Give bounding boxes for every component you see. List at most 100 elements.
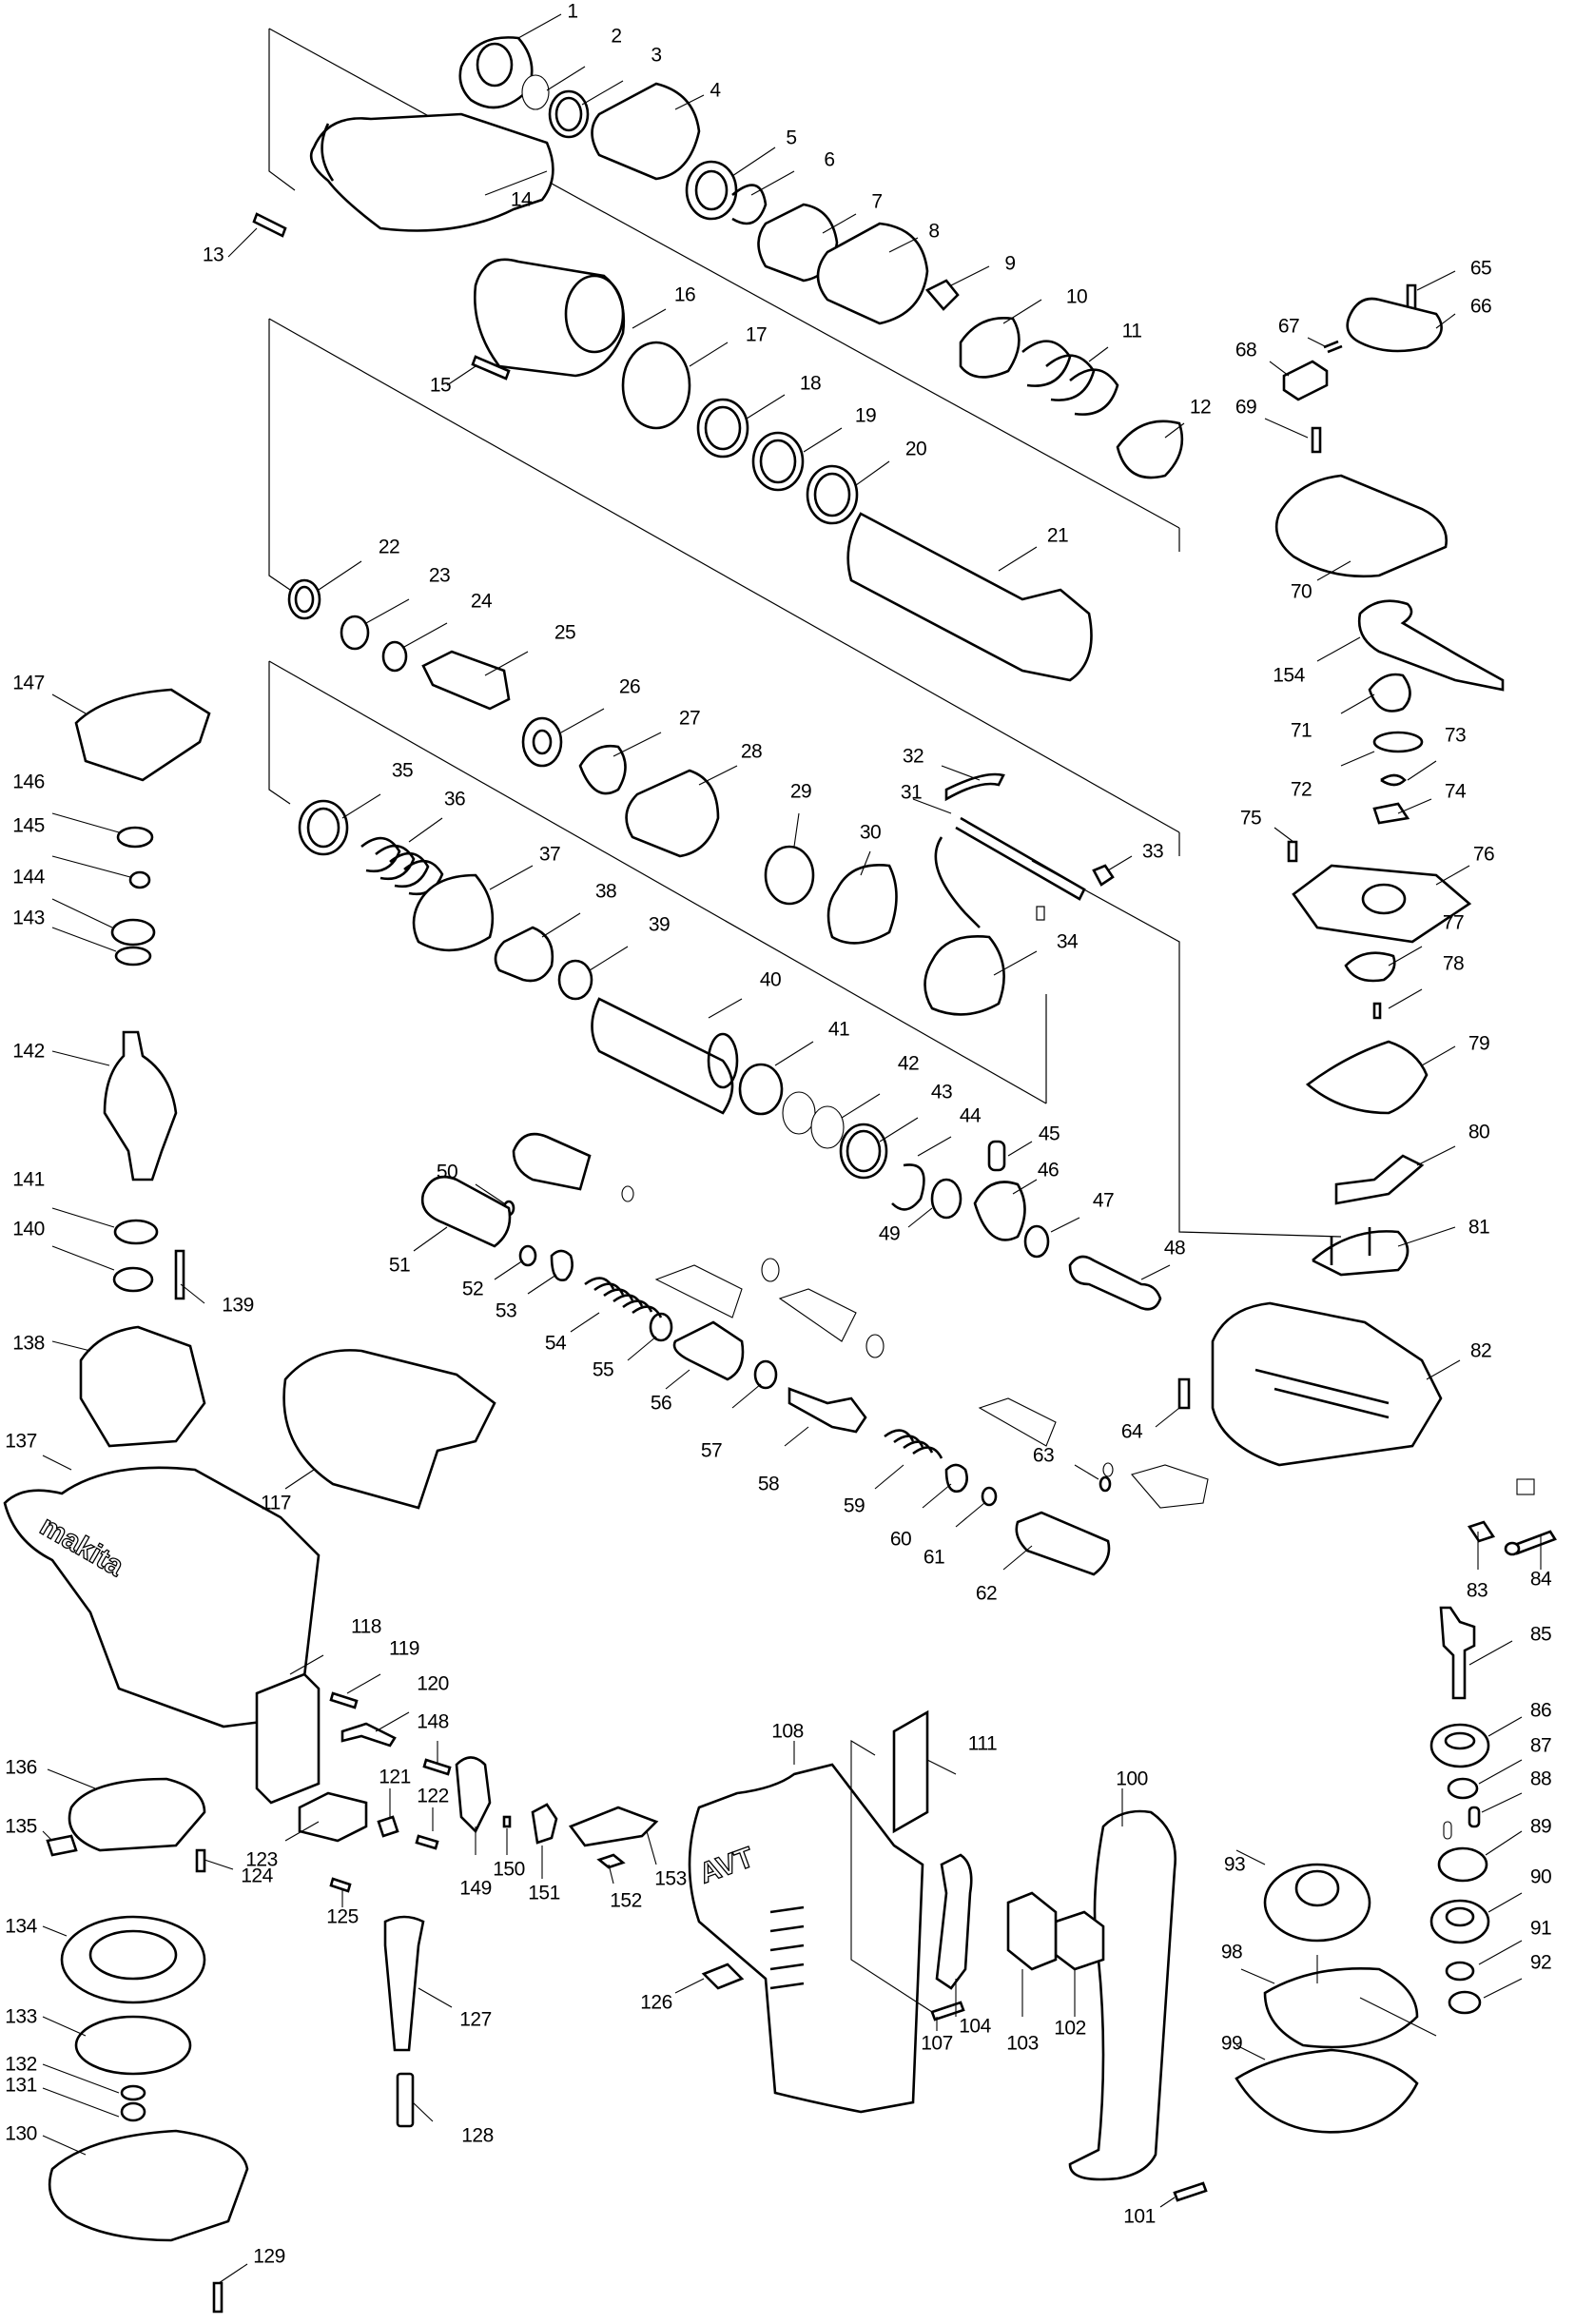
part-label-132: 132 bbox=[5, 2053, 37, 2076]
part-label-111: 111 bbox=[967, 1732, 998, 1755]
part-label-44: 44 bbox=[959, 1104, 982, 1127]
part-label-69: 69 bbox=[1235, 396, 1257, 419]
part-83-clip bbox=[1467, 1520, 1496, 1543]
part-58-striker bbox=[788, 1387, 867, 1434]
part-154-key bbox=[1357, 599, 1505, 692]
part-label-23: 23 bbox=[428, 564, 451, 587]
part-125-screw bbox=[329, 1877, 352, 1893]
part-130-base-cover bbox=[48, 2129, 249, 2242]
part-label-118: 118 bbox=[351, 1615, 381, 1638]
part-label-33: 33 bbox=[1141, 840, 1164, 863]
part-label-51: 51 bbox=[388, 1254, 411, 1277]
part-label-90: 90 bbox=[1529, 1865, 1552, 1888]
part-label-5: 5 bbox=[786, 127, 797, 149]
part-46-piston bbox=[973, 1181, 1026, 1241]
part-label-18: 18 bbox=[799, 372, 822, 395]
part-52-oring bbox=[518, 1244, 537, 1267]
part-label-107: 107 bbox=[921, 2032, 953, 2055]
part-44-circlip bbox=[891, 1163, 925, 1211]
part-137-motor-housing bbox=[3, 1466, 321, 1728]
part-139-screw bbox=[174, 1249, 185, 1300]
part-label-153: 153 bbox=[654, 1867, 687, 1890]
part-22-ring bbox=[287, 578, 321, 620]
part-48-con-rod bbox=[1068, 1255, 1162, 1311]
part-81-bracket bbox=[1312, 1227, 1410, 1277]
part-label-30: 30 bbox=[859, 821, 882, 844]
gear-train-parts bbox=[1235, 1606, 1490, 2134]
part-label-34: 34 bbox=[1056, 930, 1079, 953]
part-label-121: 121 bbox=[379, 1766, 411, 1788]
part-label-13: 13 bbox=[202, 244, 224, 266]
part-65-screw bbox=[1406, 283, 1417, 311]
part-label-32: 32 bbox=[902, 745, 924, 768]
part-8-sleeve bbox=[816, 222, 929, 325]
part-55-oring bbox=[649, 1312, 673, 1342]
part-5-bearing bbox=[685, 160, 738, 221]
part-42-oring bbox=[782, 1091, 816, 1135]
part-label-29: 29 bbox=[789, 780, 812, 803]
part-label-143: 143 bbox=[12, 907, 45, 929]
part-88-key bbox=[1468, 1806, 1481, 1828]
part-12-plate bbox=[1116, 420, 1184, 479]
part-149-holder bbox=[455, 1756, 492, 1834]
part-label-117: 117 bbox=[261, 1492, 291, 1514]
part-147-baffle bbox=[74, 688, 211, 782]
part-label-123: 123 bbox=[245, 1848, 278, 1871]
part-label-77: 77 bbox=[1442, 911, 1465, 934]
part-label-22: 22 bbox=[378, 536, 400, 558]
part-label-58: 58 bbox=[757, 1473, 780, 1495]
part-59-spring bbox=[884, 1429, 943, 1459]
part-label-134: 134 bbox=[5, 1915, 37, 1938]
part-label-65: 65 bbox=[1469, 257, 1492, 280]
part-104-lever bbox=[935, 1853, 973, 1990]
part-86-bearing bbox=[1429, 1723, 1490, 1768]
part-label-83: 83 bbox=[1466, 1579, 1488, 1602]
part-91-washer bbox=[1445, 1961, 1475, 1982]
part-label-88: 88 bbox=[1529, 1767, 1552, 1790]
part-90-bearing bbox=[1429, 1899, 1490, 1944]
part-label-3: 3 bbox=[651, 44, 662, 67]
part-120-connector bbox=[340, 1722, 397, 1748]
part-47-oring bbox=[1023, 1224, 1050, 1259]
part-label-93: 93 bbox=[1223, 1853, 1246, 1876]
motor-housing-parts: makita bbox=[3, 688, 745, 2314]
part-label-144: 144 bbox=[12, 866, 45, 889]
part-label-68: 68 bbox=[1235, 339, 1257, 361]
part-label-150: 150 bbox=[493, 1858, 525, 1881]
part-64-screw bbox=[1177, 1377, 1191, 1410]
part-2-ring bbox=[521, 74, 550, 110]
part-148-screw bbox=[422, 1758, 452, 1776]
part-51-tool-holder bbox=[420, 1175, 512, 1248]
part-label-10: 10 bbox=[1065, 285, 1088, 308]
part-6-clip bbox=[731, 184, 768, 225]
part-79-gasket bbox=[1305, 1040, 1429, 1115]
part-66-knob bbox=[1346, 297, 1443, 353]
part-label-46: 46 bbox=[1037, 1159, 1060, 1182]
part-4-sleeve bbox=[591, 82, 701, 181]
part-label-80: 80 bbox=[1468, 1121, 1490, 1143]
part-70-cover bbox=[1274, 474, 1449, 578]
part-label-148: 148 bbox=[417, 1710, 449, 1733]
part-label-15: 15 bbox=[429, 374, 452, 397]
part-28-sleeve bbox=[625, 769, 720, 858]
part-label-76: 76 bbox=[1472, 843, 1495, 866]
leader-lines bbox=[42, 13, 1542, 2284]
part-132-washer bbox=[120, 2084, 146, 2101]
piston-cylinder-parts bbox=[298, 799, 1162, 1311]
part-128-tube bbox=[396, 2072, 415, 2128]
part-111-label bbox=[892, 1709, 929, 1834]
part-134-fan-baffle bbox=[60, 1915, 206, 2004]
part-41-ring bbox=[738, 1063, 784, 1116]
part-label-70: 70 bbox=[1290, 580, 1312, 603]
part-label-28: 28 bbox=[740, 740, 763, 763]
part-label-45: 45 bbox=[1038, 1123, 1060, 1145]
part-label-42: 42 bbox=[897, 1052, 920, 1075]
part-label-12: 12 bbox=[1189, 396, 1212, 419]
part-label-99: 99 bbox=[1220, 2032, 1243, 2055]
part-14-housing bbox=[309, 112, 554, 232]
part-37-housing bbox=[412, 873, 495, 952]
part-label-91: 91 bbox=[1529, 1917, 1552, 1940]
part-label-138: 138 bbox=[12, 1332, 45, 1355]
part-72-oring bbox=[1372, 731, 1424, 753]
part-26-washer bbox=[521, 716, 563, 768]
